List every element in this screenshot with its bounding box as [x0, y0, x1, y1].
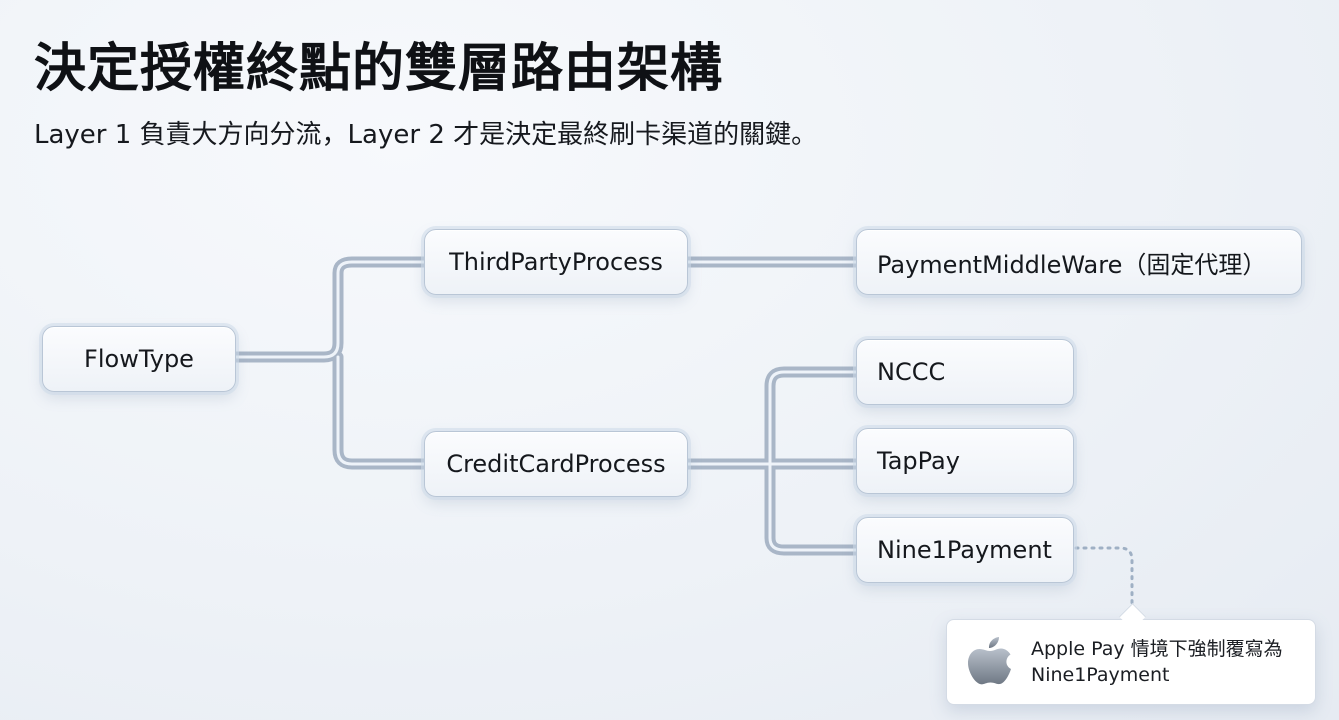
callout-text: Apple Pay 情境下強制覆寫為 Nine1Payment: [1031, 636, 1283, 688]
node-thirdpartyprocess[interactable]: ThirdPartyProcess: [424, 229, 688, 295]
page-title: 決定授權終點的雙層路由架構: [34, 39, 724, 99]
connector-creditcard-to-layer2: [682, 366, 862, 556]
node-flowtype-label: FlowType: [84, 345, 194, 373]
node-flowtype[interactable]: FlowType: [42, 326, 236, 392]
node-paymentmiddleware-label: PaymentMiddleWare（固定代理）: [877, 250, 1267, 279]
connector-flowtype-to-layer1: [230, 256, 430, 470]
callout-line-1: Apple Pay 情境下強制覆寫為: [1031, 638, 1283, 660]
node-paymentmiddleware[interactable]: PaymentMiddleWare（固定代理）: [856, 229, 1302, 295]
callout-line-2: Nine1Payment: [1031, 664, 1170, 686]
node-nine1payment[interactable]: Nine1Payment: [856, 517, 1074, 583]
node-nine1payment-label: Nine1Payment: [877, 536, 1052, 564]
node-creditcardprocess-label: CreditCardProcess: [446, 450, 666, 478]
dotted-link-nine1payment-callout: [1074, 546, 1134, 608]
node-nccc[interactable]: NCCC: [856, 339, 1074, 405]
apple-logo-icon: [968, 637, 1011, 685]
node-tappay-label: TapPay: [877, 447, 960, 475]
page-subtitle: Layer 1 負責大方向分流，Layer 2 才是決定最終刷卡渠道的關鍵。: [34, 120, 818, 150]
node-nccc-label: NCCC: [877, 358, 946, 386]
node-thirdpartyprocess-label: ThirdPartyProcess: [449, 248, 663, 276]
node-creditcardprocess[interactable]: CreditCardProcess: [424, 431, 688, 497]
apple-pay-callout: Apple Pay 情境下強制覆寫為 Nine1Payment: [946, 619, 1316, 705]
node-tappay[interactable]: TapPay: [856, 428, 1074, 494]
